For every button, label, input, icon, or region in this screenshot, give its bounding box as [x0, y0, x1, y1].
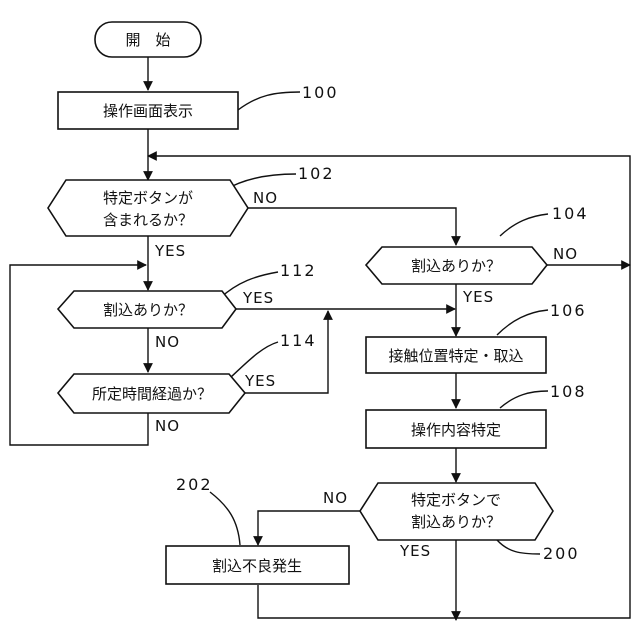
label-102-no: NO	[253, 189, 278, 207]
leader-202	[210, 492, 240, 545]
ref-104: 104	[552, 204, 589, 223]
process-contact-position-label: 接触位置特定・取込	[388, 347, 523, 365]
label-114-no: NO	[155, 417, 180, 435]
decision-has-specific-button-line1: 特定ボタンが	[103, 189, 193, 207]
ref-106: 106	[550, 301, 587, 320]
ref-100: 100	[302, 83, 339, 102]
decision-specific-interrupt-line1: 特定ボタンで	[411, 491, 501, 509]
label-102-yes: YES	[154, 242, 186, 260]
label-104-no: NO	[553, 245, 578, 263]
decision-timeout-label: 所定時間経過か？	[92, 385, 212, 403]
label-112-no: NO	[155, 333, 180, 351]
ref-112: 112	[280, 261, 317, 280]
decision-has-specific-button-line2: 含まれるか？	[103, 211, 193, 229]
label-114-yes: YES	[244, 372, 276, 390]
decision-interrupt-loop-label: 割込ありか？	[103, 301, 193, 319]
leader-108	[500, 391, 548, 408]
process-display-screen-label: 操作画面表示	[103, 102, 193, 120]
label-112-yes: YES	[242, 289, 274, 307]
label-104-yes: YES	[462, 288, 494, 306]
label-200-yes: YES	[399, 542, 431, 560]
leader-100	[238, 92, 300, 110]
process-interrupt-failure-label: 割込不良発生	[212, 557, 302, 575]
leader-104	[500, 214, 548, 236]
label-200-no: NO	[323, 489, 348, 507]
ref-202: 202	[176, 475, 213, 494]
decision-specific-interrupt-line2: 割込ありか？	[411, 513, 501, 531]
ref-108: 108	[550, 382, 587, 401]
ref-102: 102	[298, 164, 335, 183]
ref-200: 200	[543, 544, 580, 563]
ref-114: 114	[280, 331, 317, 350]
leader-106	[497, 310, 548, 335]
leader-200	[497, 540, 540, 554]
decision-interrupt-main-label: 割込ありか？	[411, 257, 501, 275]
start-label: 開 始	[125, 31, 170, 49]
arrow-102-no	[247, 208, 456, 245]
arrow-200-no	[258, 511, 360, 545]
process-operation-content-label: 操作内容特定	[411, 421, 501, 439]
